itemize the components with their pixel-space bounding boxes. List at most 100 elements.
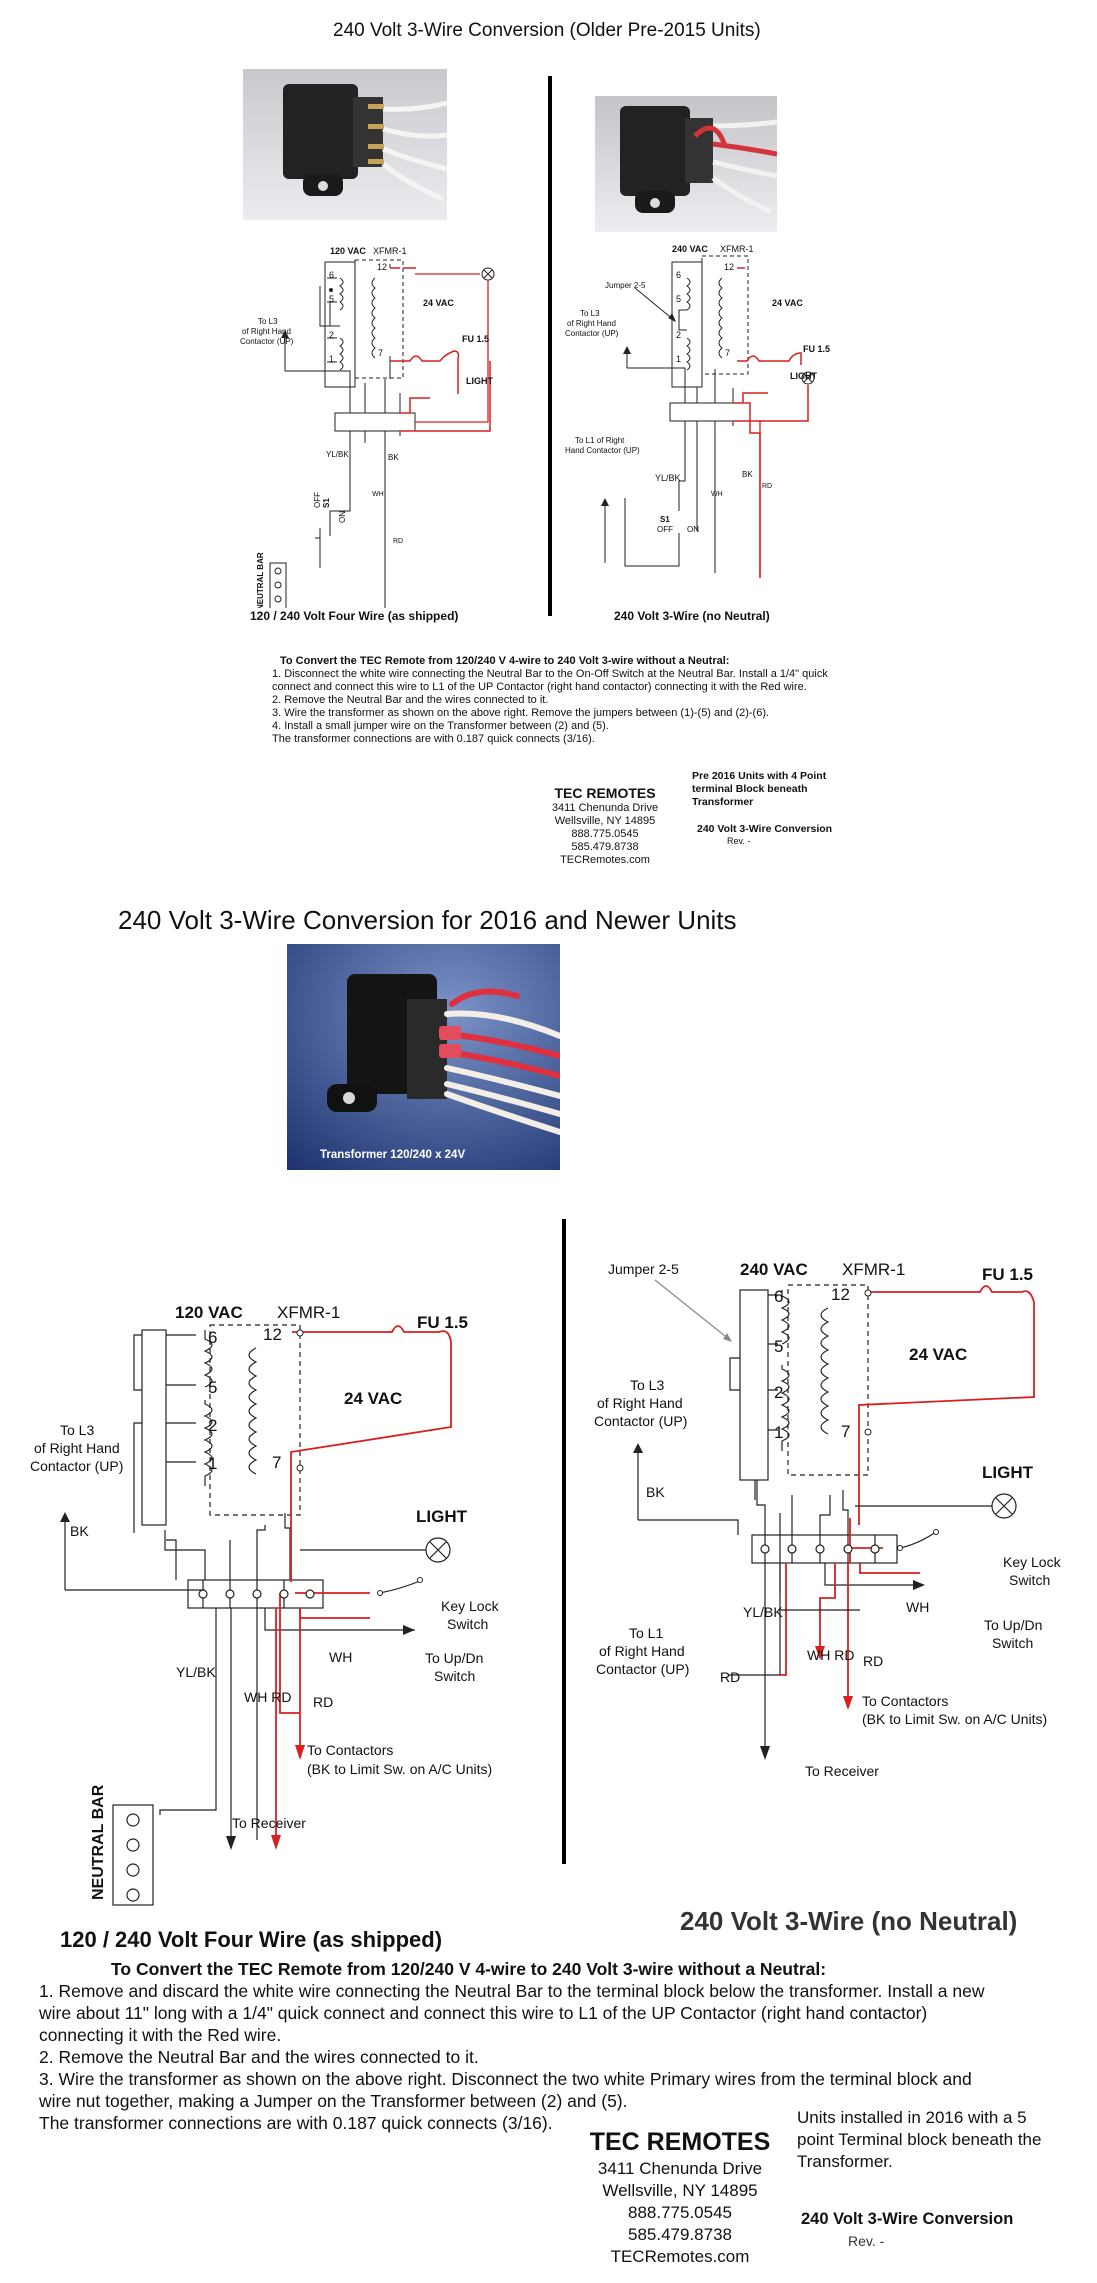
svg-text:To Up/Dn: To Up/Dn (425, 1650, 483, 1666)
svg-text:5: 5 (774, 1337, 783, 1356)
svg-text:Switch: Switch (992, 1635, 1033, 1651)
top-left-120vac: 120 VAC (330, 246, 366, 256)
svg-text:7: 7 (378, 348, 383, 358)
svg-text:Contactor (UP): Contactor (UP) (565, 329, 619, 338)
svg-text:To Receiver: To Receiver (232, 1815, 306, 1831)
svg-text:YL/BK: YL/BK (743, 1604, 783, 1620)
svg-text:7: 7 (725, 348, 730, 358)
top-instr-line: connect and connect this wire to L1 of t… (272, 681, 807, 693)
bottom-left-light: LIGHT (416, 1507, 468, 1526)
bottom-photo-caption: Transformer 120/240 x 24V (320, 1149, 466, 1161)
bottom-instr-line: The transformer connections are with 0.1… (39, 2113, 553, 2133)
svg-text:2: 2 (774, 1383, 783, 1402)
svg-text:To Contactors: To Contactors (307, 1742, 393, 1758)
bottom-instr-line: wire about 11" long with a 1/4" quick co… (39, 2003, 928, 2023)
svg-text:To L3: To L3 (258, 317, 278, 326)
svg-text:of Right Hand: of Right Hand (567, 319, 616, 328)
svg-text:To L3: To L3 (60, 1422, 94, 1438)
svg-text:24 VAC: 24 VAC (909, 1345, 967, 1364)
bottom-instr-line: 1. Remove and discard the white wire con… (39, 1981, 985, 2001)
top-right-schematic: 240 VAC XFMR-1 24 VAC FU 1.5 LIGHT 6 5 2… (565, 244, 830, 578)
svg-text:Contactor (UP): Contactor (UP) (240, 337, 294, 346)
top-left-24vac: 24 VAC (423, 298, 454, 308)
bottom-note: Units installed in 2016 with a 5 point T… (797, 2108, 1042, 2171)
top-instr-line: 1. Disconnect the white wire connecting … (272, 668, 828, 680)
bottom-right-caption: 240 Volt 3-Wire (no Neutral) (680, 1906, 1018, 1936)
svg-text:WH: WH (906, 1599, 929, 1615)
svg-text:2: 2 (329, 330, 334, 340)
svg-text:6: 6 (329, 270, 334, 280)
svg-text:2: 2 (676, 330, 681, 340)
svg-text:To L1 of Right: To L1 of Right (575, 436, 625, 445)
top-note: Pre 2016 Units with 4 Point terminal Blo… (692, 770, 827, 808)
svg-text:Contactor (UP): Contactor (UP) (30, 1458, 123, 1474)
svg-text:6: 6 (208, 1328, 217, 1347)
bottom-instr-line: 3. Wire the transformer as shown on the … (39, 2069, 972, 2089)
bottom-left-120vac: 120 VAC (175, 1303, 243, 1322)
svg-text:WH RD: WH RD (807, 1647, 854, 1663)
svg-text:2: 2 (208, 1416, 217, 1435)
svg-text:12: 12 (724, 262, 734, 272)
bottom-instr-line: wire nut together, making a Jumper on th… (39, 2091, 628, 2111)
svg-text:BK: BK (742, 470, 753, 479)
svg-text:12: 12 (377, 262, 387, 272)
bottom-title: 240 Volt 3-Wire Conversion for 2016 and … (118, 905, 737, 935)
svg-text:7: 7 (841, 1422, 850, 1441)
top-instructions: To Convert the TEC Remote from 120/240 V… (272, 655, 832, 746)
bottom-transformer-photo: Transformer 120/240 x 24V (287, 944, 560, 1170)
svg-text:(BK to Limit Sw. on A/C Units): (BK to Limit Sw. on A/C Units) (307, 1761, 492, 1777)
top-company-name: TEC REMOTES (554, 785, 656, 801)
svg-text:Key Lock: Key Lock (441, 1598, 500, 1614)
bottom-instructions: To Convert the TEC Remote from 120/240 V… (39, 1958, 1039, 2134)
svg-text:(BK to Limit Sw. on A/C Units): (BK to Limit Sw. on A/C Units) (862, 1711, 1047, 1727)
top-left-xfmr: XFMR-1 (373, 246, 407, 256)
svg-text:5: 5 (676, 294, 681, 304)
svg-text:WH RD: WH RD (244, 1689, 291, 1705)
svg-text:12: 12 (263, 1325, 282, 1344)
svg-text:WH: WH (372, 491, 384, 498)
top-instr-line: 2. Remove the Neutral Bar and the wires … (272, 694, 549, 706)
bottom-left-xfmr: XFMR-1 (277, 1303, 340, 1322)
svg-text:XFMR-1: XFMR-1 (842, 1260, 905, 1279)
svg-text:of Right Hand: of Right Hand (597, 1395, 683, 1411)
top-left-transformer-photo (243, 69, 447, 220)
svg-text:Hand Contactor (UP): Hand Contactor (UP) (565, 446, 640, 455)
svg-text:RD: RD (720, 1669, 740, 1685)
bottom-instr-line: 2. Remove the Neutral Bar and the wires … (39, 2047, 479, 2067)
svg-text:To L3: To L3 (630, 1377, 664, 1393)
svg-text:S1: S1 (322, 498, 331, 508)
svg-text:Switch: Switch (1009, 1572, 1050, 1588)
svg-text:S1: S1 (660, 515, 670, 524)
svg-text:Contactor (UP): Contactor (UP) (596, 1661, 689, 1677)
svg-text:ON: ON (687, 525, 699, 534)
bottom-right-jumper: Jumper 2-5 (608, 1261, 679, 1277)
svg-text:WH: WH (329, 1649, 352, 1665)
svg-text:To Receiver: To Receiver (805, 1763, 879, 1779)
svg-text:XFMR-1: XFMR-1 (720, 244, 754, 254)
top-right-transformer-photo (595, 96, 777, 232)
svg-text:OFF: OFF (657, 525, 673, 534)
bottom-divider-line (562, 1219, 566, 1864)
top-company-block: TEC REMOTES 3411 Chenunda Drive Wellsvil… (540, 784, 670, 867)
svg-text:LIGHT: LIGHT (982, 1463, 1034, 1482)
top-doc-title: 240 Volt 3-Wire Conversion (697, 823, 833, 835)
top-instructions-heading: To Convert the TEC Remote from 120/240 V… (280, 655, 730, 667)
bottom-left-24vac: 24 VAC (344, 1389, 402, 1408)
svg-text:Key Lock: Key Lock (1003, 1554, 1062, 1570)
bottom-right-240vac: 240 VAC (740, 1260, 808, 1279)
bottom-right-schematic: 240 VAC XFMR-1 FU 1.5 24 VAC LIGHT 6 5 2… (594, 1260, 1062, 1779)
svg-text:RD: RD (762, 483, 772, 490)
svg-text:FU 1.5: FU 1.5 (803, 344, 830, 354)
svg-text:1: 1 (676, 354, 681, 364)
bottom-company-name: TEC REMOTES (589, 2128, 771, 2156)
svg-text:24 VAC: 24 VAC (772, 298, 803, 308)
top-right-caption: 240 Volt 3-Wire (no Neutral) (614, 609, 770, 623)
svg-text:RD: RD (393, 538, 403, 545)
svg-text:YL/BK: YL/BK (176, 1664, 216, 1680)
bottom-left-fu: FU 1.5 (417, 1313, 468, 1332)
top-left-light: LIGHT (466, 376, 493, 386)
top-divider-line (548, 76, 552, 616)
svg-text:FU 1.5: FU 1.5 (982, 1265, 1033, 1284)
svg-text:To Up/Dn: To Up/Dn (984, 1617, 1042, 1633)
bottom-instr-line: connecting it with the Red wire. (39, 2025, 282, 2045)
